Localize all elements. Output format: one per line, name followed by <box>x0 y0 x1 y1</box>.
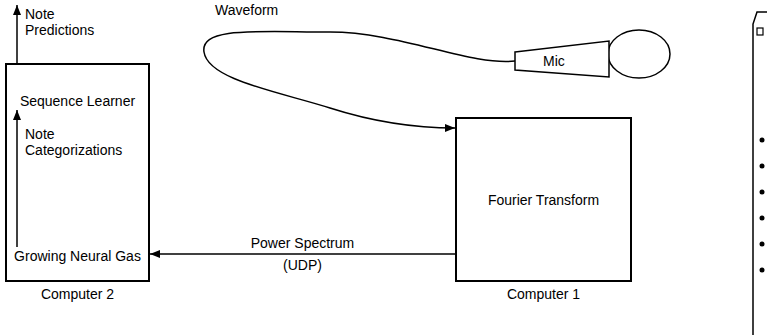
device-dot <box>760 190 765 195</box>
edge-label: Note Categorizations <box>25 126 144 158</box>
device-dot <box>760 138 765 143</box>
device-dot <box>760 164 765 169</box>
output-arrow <box>16 5 18 63</box>
microphone: Mic <box>513 28 673 80</box>
node-text: Fourier Transform <box>488 191 599 209</box>
connector-arrow <box>16 110 18 247</box>
device-window <box>757 28 763 35</box>
device-dot <box>760 216 765 221</box>
process-node: Sequence Learner <box>7 92 148 110</box>
microphone-head <box>608 30 670 78</box>
connector-arrow <box>150 253 455 255</box>
device-dot <box>760 268 765 273</box>
caption-text: Computer 1 <box>507 285 580 303</box>
node-text: Mic <box>543 53 565 69</box>
computer-box: Computer 2Sequence LearnerGrowing Neural… <box>5 63 150 282</box>
device-dot <box>760 242 765 247</box>
node-text: Growing Neural Gas <box>14 247 141 265</box>
microphone-shape <box>513 28 673 80</box>
edge-label: Waveform <box>215 2 278 18</box>
microphone-handle <box>515 41 609 77</box>
computer-box: Fourier TransformComputer 1 <box>455 117 632 282</box>
caption-text: Computer 2 <box>41 285 114 303</box>
output-label: Note Predictions <box>25 6 115 38</box>
device-outline <box>753 12 767 335</box>
node-text: Sequence Learner <box>20 92 135 110</box>
connector-arrow <box>204 31 515 128</box>
edge-label: Power Spectrum (UDP) <box>244 232 362 276</box>
process-node: Growing Neural Gas <box>7 247 148 265</box>
